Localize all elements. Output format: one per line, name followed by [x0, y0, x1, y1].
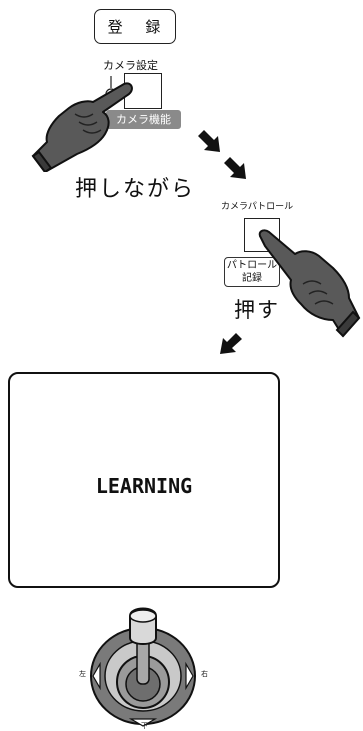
- left-label: 左: [79, 670, 86, 678]
- left-direction-icon: [92, 661, 101, 691]
- pressing-hand-icon: [258, 229, 361, 338]
- monitor-status-text: LEARNING: [95, 474, 193, 498]
- camera-settings-label: カメラ設定: [103, 59, 158, 72]
- down-direction-icon: [128, 718, 158, 727]
- down-label: 下: [141, 722, 148, 730]
- arrow-down-left-icon: [220, 333, 242, 354]
- arrow-down-right-icon: [198, 130, 220, 152]
- patrol-record-line1: パトロール: [226, 260, 278, 271]
- step1-text: 押しながら: [75, 177, 196, 202]
- step2-text: 押す: [234, 298, 280, 322]
- joystick-icon: [90, 607, 196, 727]
- arrow-down-right-icon: [224, 157, 246, 179]
- monitor-screen: LEARNING: [8, 372, 280, 588]
- register-button[interactable]: 登 録: [94, 9, 176, 44]
- right-label: 右: [201, 670, 208, 678]
- patrol-record-line2: 記録: [242, 273, 262, 284]
- patrol-record-button[interactable]: パトロール 記録: [224, 257, 280, 287]
- right-direction-icon: [185, 661, 194, 691]
- camera-patrol-label: カメラパトロール: [221, 202, 294, 212]
- camera-function-button[interactable]: カメラ機能: [106, 110, 181, 129]
- pressing-hand-icon: [31, 82, 133, 172]
